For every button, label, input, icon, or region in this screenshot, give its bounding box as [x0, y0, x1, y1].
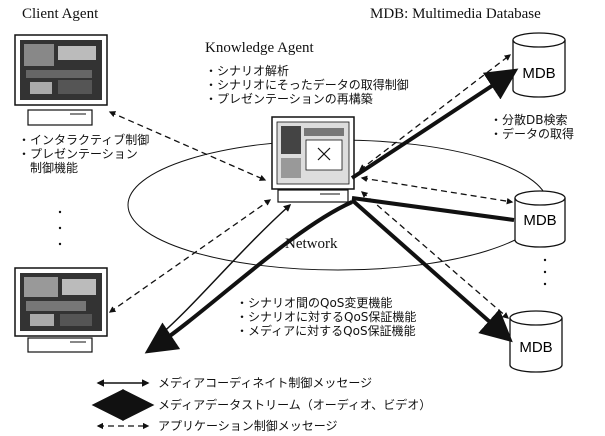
legend-symbols [91, 379, 155, 430]
mdb-feature-2: ・データの取得 [490, 127, 575, 141]
knowledge-agent-computer [271, 116, 355, 203]
legend-dashed-label: アプリケーション制御メッセージ [158, 419, 338, 433]
qos-feature-3: ・メディアに対するQoS保証機能 [236, 324, 416, 338]
client-computer-bottom [14, 267, 108, 353]
knowledge-feature-2: ・シナリオにそったデータの取得制御 [205, 78, 409, 92]
client-feature-1: ・インタラクティブ制御 [18, 133, 150, 147]
client-agent-title: Client Agent [22, 6, 99, 22]
client-computer-top [14, 34, 108, 126]
mdb-cylinder-1 [512, 32, 566, 98]
mdb-features: ・分散DB検索 ・データの取得 [490, 113, 574, 141]
qos-feature-1: ・シナリオ間のQoS変更機能 [236, 296, 393, 310]
qos-features: ・シナリオ間のQoS変更機能 ・シナリオに対するQoS保証機能 ・メディアに対す… [236, 296, 416, 338]
qos-feature-2: ・シナリオに対するQoS保証機能 [236, 310, 417, 324]
client-feature-2: ・プレゼンテーション [18, 147, 138, 161]
network-label: Network [285, 236, 338, 252]
knowledge-agent-title: Knowledge Agent [205, 40, 314, 56]
client-feature-3: 制御機能 [18, 161, 79, 175]
mdb-label-2: MDB [523, 212, 556, 229]
legend-thin-label: メディアコーディネイト制御メッセージ [158, 376, 373, 390]
mdb-label-1: MDB [522, 65, 555, 82]
knowledge-agent-features: ・シナリオ解析 ・シナリオにそったデータの取得制御 ・プレゼンテーションの再構築 [205, 64, 409, 106]
mdb-cylinder-2 [514, 190, 566, 248]
knowledge-feature-1: ・シナリオ解析 [205, 64, 290, 78]
client-agent-features: ・インタラクティブ制御 ・プレゼンテーション 制御機能 [18, 133, 149, 175]
mdb-cylinder-3 [509, 310, 563, 373]
mdb-label-3: MDB [519, 339, 552, 356]
thin-links [158, 203, 292, 336]
knowledge-feature-3: ・プレゼンテーションの再構築 [205, 92, 373, 106]
mdb-title: MDB: Multimedia Database [370, 6, 541, 22]
mdb-feature-1: ・分散DB検索 [490, 113, 568, 127]
legend-thick-label: メディアデータストリーム（オーディオ、ビデオ） [158, 398, 432, 412]
vertical-ellipsis [58, 210, 547, 286]
